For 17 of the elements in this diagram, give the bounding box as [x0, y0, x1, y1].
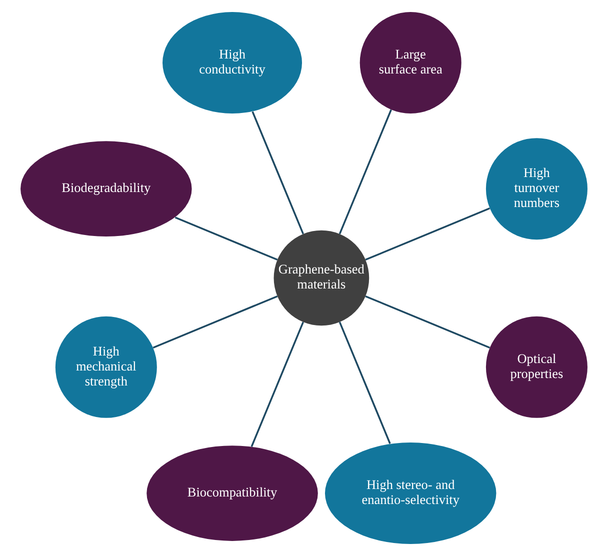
connector [338, 109, 392, 234]
node-ellipse: High conductivity [162, 12, 302, 114]
node-circle: High turnover numbers [486, 138, 588, 240]
node-circle: Large surface area [360, 12, 462, 114]
connector [365, 207, 490, 261]
connector [174, 216, 278, 261]
connector [365, 295, 490, 349]
node-ellipse: Biocompatibility [146, 446, 318, 541]
connector [250, 322, 304, 447]
connector [252, 111, 304, 234]
node-circle: High mechanical strength [55, 316, 157, 418]
node-circle: Graphene-based materials [274, 230, 370, 326]
node-ellipse: High stereo- and enantio-selectivity [324, 442, 496, 544]
connector [338, 322, 391, 444]
connector [152, 295, 278, 349]
node-circle: Optical properties [486, 316, 588, 418]
node-ellipse: Biodegradability [20, 141, 192, 236]
